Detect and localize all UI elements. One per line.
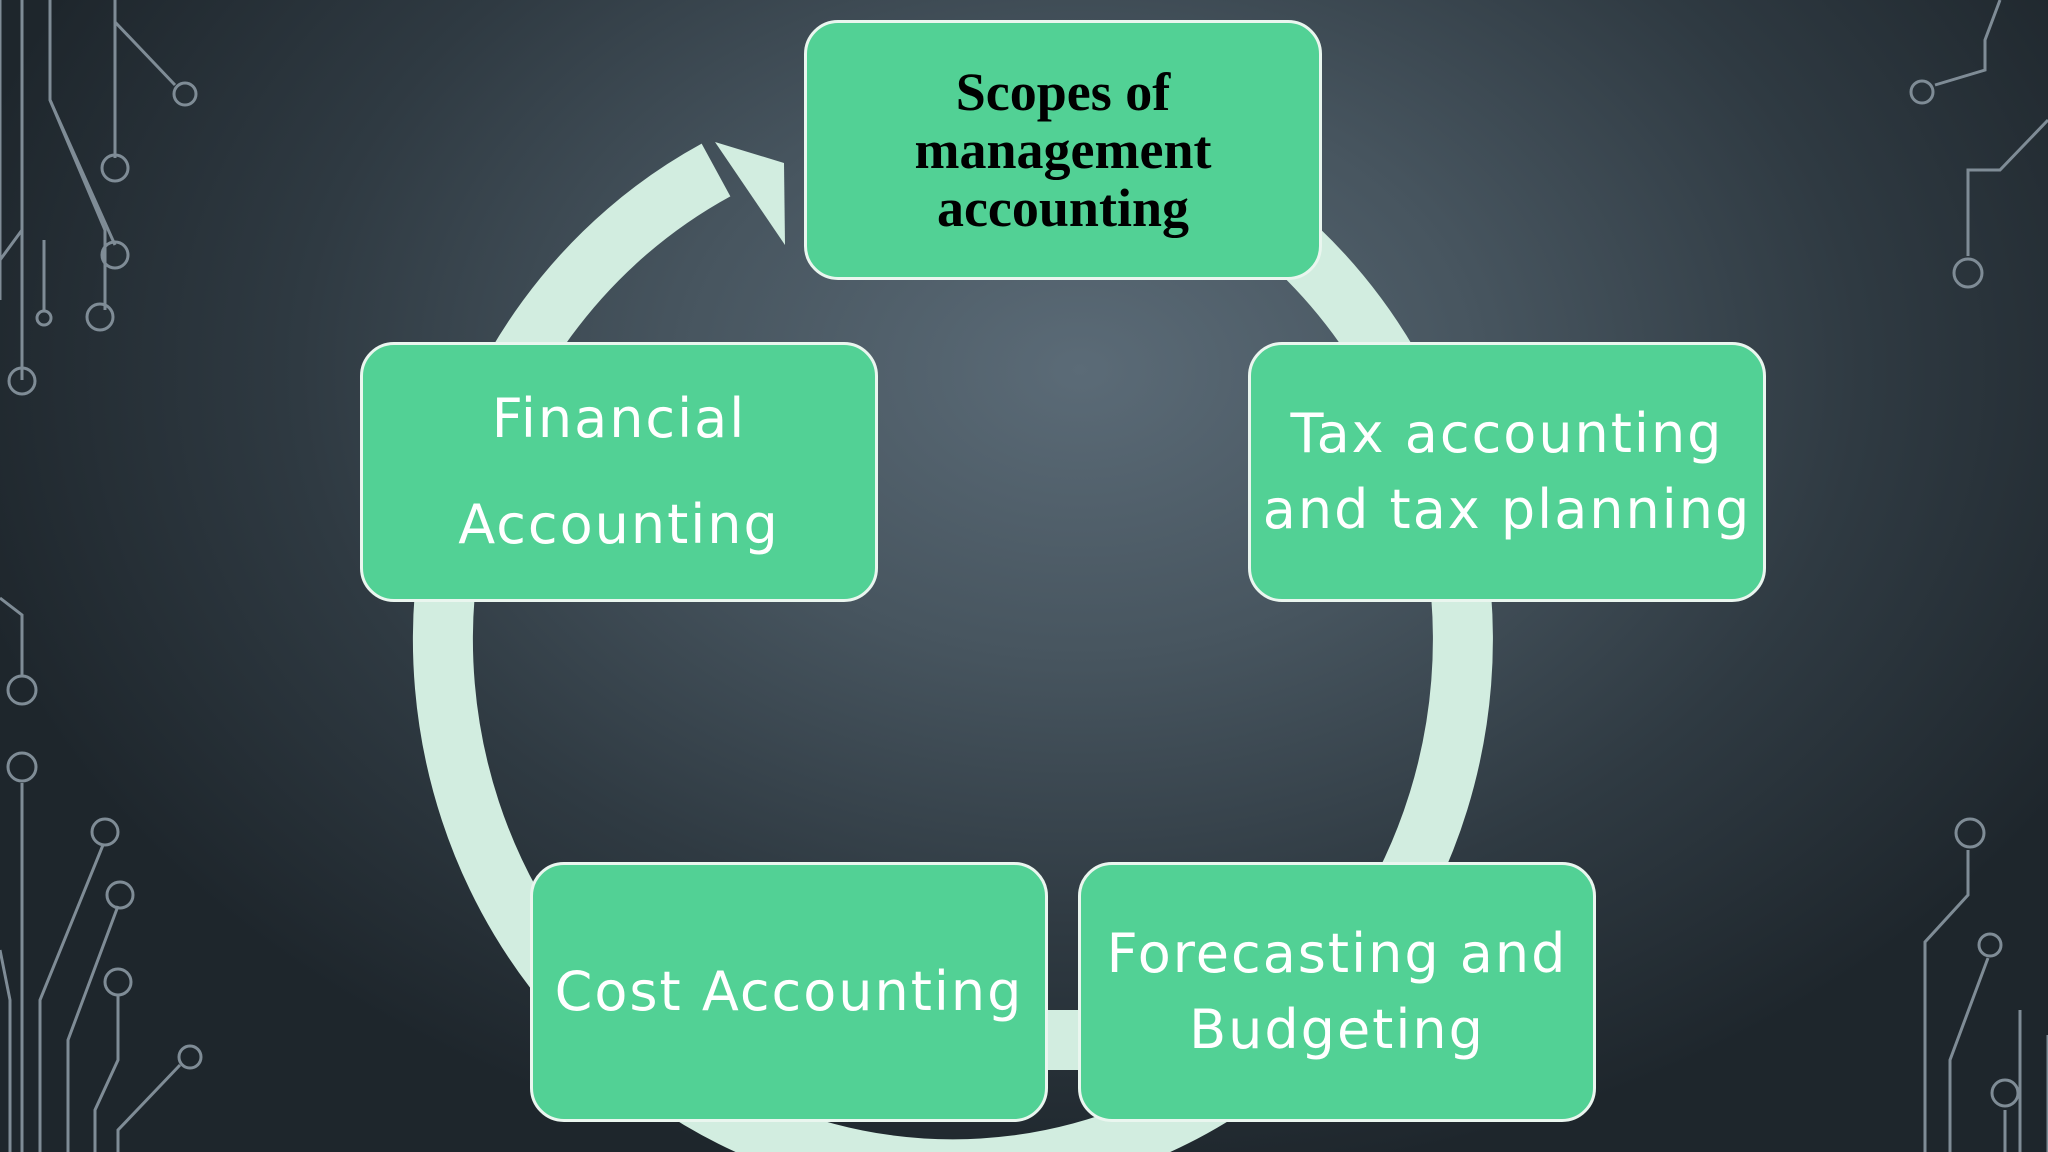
circuit-right-top-icon [1909,0,2048,289]
circuit-left-top-icon [0,0,198,396]
cycle-arrowhead [715,142,785,245]
node-cost-accounting: Cost Accounting [530,862,1048,1122]
node-label: Tax accounting and tax planning [1262,402,1752,541]
node-forecasting-and-budgeting: Forecasting and Budgeting [1078,862,1596,1122]
node-financial-accounting: Financial Accounting [360,342,878,602]
node-scopes-of-management-accounting: Scopes of management accounting [804,20,1322,280]
circuit-left-bottom-icon [0,596,203,1152]
circuit-right-bottom-icon [1923,817,2048,1152]
node-tax-accounting: Tax accounting and tax planning [1248,342,1766,602]
node-label: Cost Accounting [554,960,1024,1023]
node-label: Financial Accounting [458,387,780,556]
node-label: Scopes of management accounting [914,62,1212,238]
node-label: Forecasting and Budgeting [1106,922,1568,1061]
